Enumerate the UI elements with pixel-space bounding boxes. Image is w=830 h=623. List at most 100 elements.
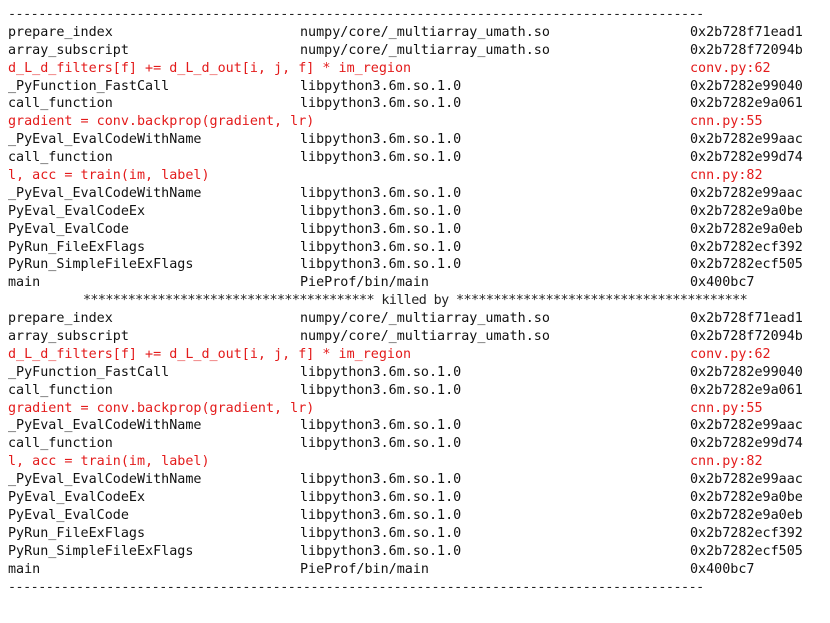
- function-name: PyEval_EvalCodeEx: [8, 490, 146, 506]
- stack-frame-row: _PyFunction_FastCall libpython3.6m.so.1.0…: [8, 78, 822, 96]
- function-name: _PyEval_EvalCodeWithName: [8, 185, 202, 201]
- library-path: PieProf/bin/main: [300, 275, 429, 291]
- function-name: call_function: [8, 436, 113, 452]
- callstack-block-killed: prepare_index numpy/core/_multiarray_umat…: [8, 24, 822, 292]
- stack-frame-row: array_subscript numpy/core/_multiarray_um…: [8, 42, 822, 60]
- source-line-row: d_L_d_filters[f] += d_L_d_out[i, j, f] *…: [8, 60, 822, 78]
- function-name: PyRun_SimpleFileExFlags: [8, 257, 194, 273]
- frame-address: 0x2b7282e9a0be: [690, 203, 803, 219]
- stack-frame-row: _PyEval_EvalCodeWithName libpython3.6m.so…: [8, 131, 822, 149]
- stack-frame-row: _PyFunction_FastCall libpython3.6m.so.1.0…: [8, 364, 822, 382]
- function-name: call_function: [8, 382, 113, 398]
- function-name: array_subscript: [8, 42, 129, 58]
- source-location: cnn.py:82: [690, 168, 763, 184]
- function-name: PyRun_SimpleFileExFlags: [8, 543, 194, 559]
- source-code: gradient = conv.backprop(gradient, lr): [8, 400, 315, 416]
- stack-frame-row: PyEval_EvalCodeEx libpython3.6m.so.1.0 0x2…: [8, 489, 822, 507]
- frame-address: 0x2b728f71ead1: [690, 311, 803, 327]
- frame-address: 0x2b7282e99aac: [690, 185, 803, 201]
- source-line-row: l, acc = train(im, label)cnn.py:82: [8, 453, 822, 471]
- function-name: _PyFunction_FastCall: [8, 78, 170, 94]
- source-code: l, acc = train(im, label): [8, 168, 210, 184]
- source-location: cnn.py:55: [690, 114, 763, 130]
- library-path: PieProf/bin/main: [300, 561, 429, 577]
- function-name: PyEval_EvalCode: [8, 507, 129, 523]
- function-name: prepare_index: [8, 24, 113, 40]
- stack-frame-row: PyRun_FileExFlags libpython3.6m.so.1.0 0x2…: [8, 239, 822, 257]
- frame-address: 0x2b7282e99040: [690, 364, 803, 380]
- frame-address: 0x2b7282e9a061: [690, 96, 803, 112]
- function-name: main: [8, 275, 41, 291]
- source-location: conv.py:62: [690, 346, 771, 362]
- frame-address: 0x2b7282ecf392: [690, 239, 803, 255]
- frame-address: 0x2b7282ecf392: [690, 525, 803, 541]
- frame-address: 0x2b728f72094b: [690, 42, 803, 58]
- function-name: _PyEval_EvalCodeWithName: [8, 132, 202, 148]
- source-line-row: l, acc = train(im, label) cnn.py:82: [8, 167, 822, 185]
- library-path: libpython3.6m.so.1.0: [300, 257, 462, 273]
- frame-address: 0x2b7282e99d74: [690, 436, 803, 452]
- function-name: PyRun_FileExFlags: [8, 525, 146, 541]
- stack-frame-row: main PieProf/bin/main 0x400bc7: [8, 561, 822, 579]
- killed-by-separator: *************************************** …: [82, 293, 748, 309]
- library-path: libpython3.6m.so.1.0: [300, 543, 462, 559]
- stack-frame-row: prepare_index numpy/core/_multiarray_umat…: [8, 310, 822, 328]
- source-line-row: d_L_d_filters[f] += d_L_d_out[i, j, f] *…: [8, 346, 822, 364]
- library-path: numpy/core/_multiarray_umath.so: [300, 42, 550, 58]
- frame-address: 0x2b7282e99aac: [690, 418, 803, 434]
- library-path: libpython3.6m.so.1.0: [300, 150, 462, 166]
- source-line-row: gradient = conv.backprop(gradient, lr)cn…: [8, 400, 822, 418]
- frame-address: 0x2b728f72094b: [690, 329, 803, 345]
- source-location: conv.py:62: [690, 60, 771, 76]
- library-path: libpython3.6m.so.1.0: [300, 239, 462, 255]
- frame-address: 0x2b7282ecf505: [690, 543, 803, 559]
- function-name: _PyEval_EvalCodeWithName: [8, 472, 202, 488]
- bottom-dashed-rule: ----------------------------------------…: [8, 579, 704, 595]
- library-path: libpython3.6m.so.1.0: [300, 132, 462, 148]
- library-path: libpython3.6m.so.1.0: [300, 436, 462, 452]
- frame-address: 0x2b7282e99aac: [690, 472, 803, 488]
- frame-address: 0x2b7282e99d74: [690, 150, 803, 166]
- stack-frame-row: call_function libpython3.6m.so.1.0 0x2b728…: [8, 435, 822, 453]
- function-name: PyEval_EvalCode: [8, 221, 129, 237]
- stack-frame-row: PyRun_FileExFlags libpython3.6m.so.1.0 0x2…: [8, 525, 822, 543]
- library-path: libpython3.6m.so.1.0: [300, 490, 462, 506]
- library-path: numpy/core/_multiarray_umath.so: [300, 329, 550, 345]
- library-path: libpython3.6m.so.1.0: [300, 203, 462, 219]
- frame-address: 0x2b7282e9a061: [690, 382, 803, 398]
- frame-address: 0x2b7282e9a0eb: [690, 221, 803, 237]
- library-path: libpython3.6m.so.1.0: [300, 472, 462, 488]
- function-name: prepare_index: [8, 311, 113, 327]
- library-path: libpython3.6m.so.1.0: [300, 96, 462, 112]
- frame-address: 0x2b728f71ead1: [690, 24, 803, 40]
- function-name: PyRun_FileExFlags: [8, 239, 146, 255]
- stack-frame-row: prepare_index numpy/core/_multiarray_umat…: [8, 24, 822, 42]
- library-path: numpy/core/_multiarray_umath.so: [300, 24, 550, 40]
- source-code: d_L_d_filters[f] += d_L_d_out[i, j, f] *…: [8, 60, 412, 76]
- call-stack-listing: ----------------------------------------…: [8, 6, 822, 596]
- source-code: d_L_d_filters[f] += d_L_d_out[i, j, f] *…: [8, 346, 412, 362]
- library-path: libpython3.6m.so.1.0: [300, 525, 462, 541]
- library-path: libpython3.6m.so.1.0: [300, 221, 462, 237]
- function-name: PyEval_EvalCodeEx: [8, 203, 146, 219]
- stack-frame-row: PyRun_SimpleFileExFlags libpython3.6m.so.…: [8, 543, 822, 561]
- library-path: libpython3.6m.so.1.0: [300, 364, 462, 380]
- top-dashed-rule: ----------------------------------------…: [8, 7, 704, 22]
- library-path: libpython3.6m.so.1.0: [300, 78, 462, 94]
- callstack-block-killer: prepare_index numpy/core/_multiarray_umat…: [8, 310, 822, 578]
- function-name: _PyFunction_FastCall: [8, 364, 170, 380]
- function-name: main: [8, 561, 41, 577]
- library-path: numpy/core/_multiarray_umath.so: [300, 311, 550, 327]
- stack-frame-row: PyRun_SimpleFileExFlags libpython3.6m.so.…: [8, 256, 822, 274]
- frame-address: 0x2b7282e9a0be: [690, 490, 803, 506]
- library-path: libpython3.6m.so.1.0: [300, 507, 462, 523]
- frame-address: 0x400bc7: [690, 275, 755, 291]
- frame-address: 0x400bc7: [690, 561, 755, 577]
- stack-frame-row: main PieProf/bin/main 0x400bc7: [8, 274, 822, 292]
- frame-address: 0x2b7282e99aac: [690, 132, 803, 148]
